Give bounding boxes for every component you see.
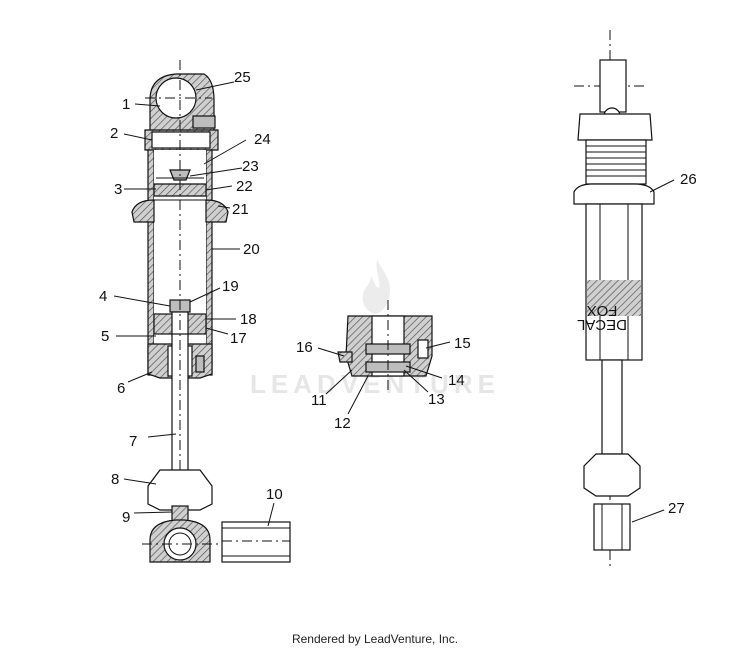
callout-17: 17	[230, 330, 247, 347]
leader-lines	[113, 81, 675, 527]
callout-23: 23	[242, 158, 259, 175]
callout-21: 21	[232, 201, 249, 218]
decal-text-1: DECAL	[577, 316, 627, 333]
callout-22: 22	[236, 178, 253, 195]
callout-25: 25	[234, 69, 251, 86]
callout-18: 18	[240, 311, 257, 328]
callout-5: 5	[101, 328, 109, 345]
callout-13: 13	[428, 391, 445, 408]
callout-11: 11	[311, 392, 327, 409]
callout-3: 3	[114, 181, 122, 198]
callout-27: 27	[668, 500, 685, 517]
callout-24: 24	[254, 131, 271, 148]
callout-10: 10	[266, 486, 283, 503]
callout-6: 6	[117, 380, 125, 397]
footer-credit: Rendered by LeadVenture, Inc.	[291, 632, 459, 646]
callout-8: 8	[111, 471, 119, 488]
left-shock-section	[131, 60, 291, 563]
callout-4: 4	[99, 288, 107, 305]
callout-19: 19	[222, 278, 239, 295]
decal-label: DECAL FOX	[577, 302, 627, 333]
callout-16: 16	[296, 339, 313, 356]
watermark-flame-icon	[357, 258, 397, 318]
callout-7: 7	[129, 433, 137, 450]
seal-head-detail	[337, 300, 433, 392]
callout-9: 9	[122, 509, 130, 526]
callout-14: 14	[448, 372, 465, 389]
decal-text-2: FOX	[587, 302, 618, 319]
callout-20: 20	[243, 241, 260, 258]
right-shock-assembly	[573, 30, 655, 570]
callout-12: 12	[334, 415, 351, 432]
callout-15: 15	[454, 335, 471, 352]
callout-26: 26	[680, 171, 697, 188]
callout-1: 1	[122, 96, 130, 113]
callout-2: 2	[110, 125, 118, 142]
callouts: 1 2 3 4 5 6 7 8 9 10 11 12 13 14 15 16 1…	[99, 69, 697, 526]
